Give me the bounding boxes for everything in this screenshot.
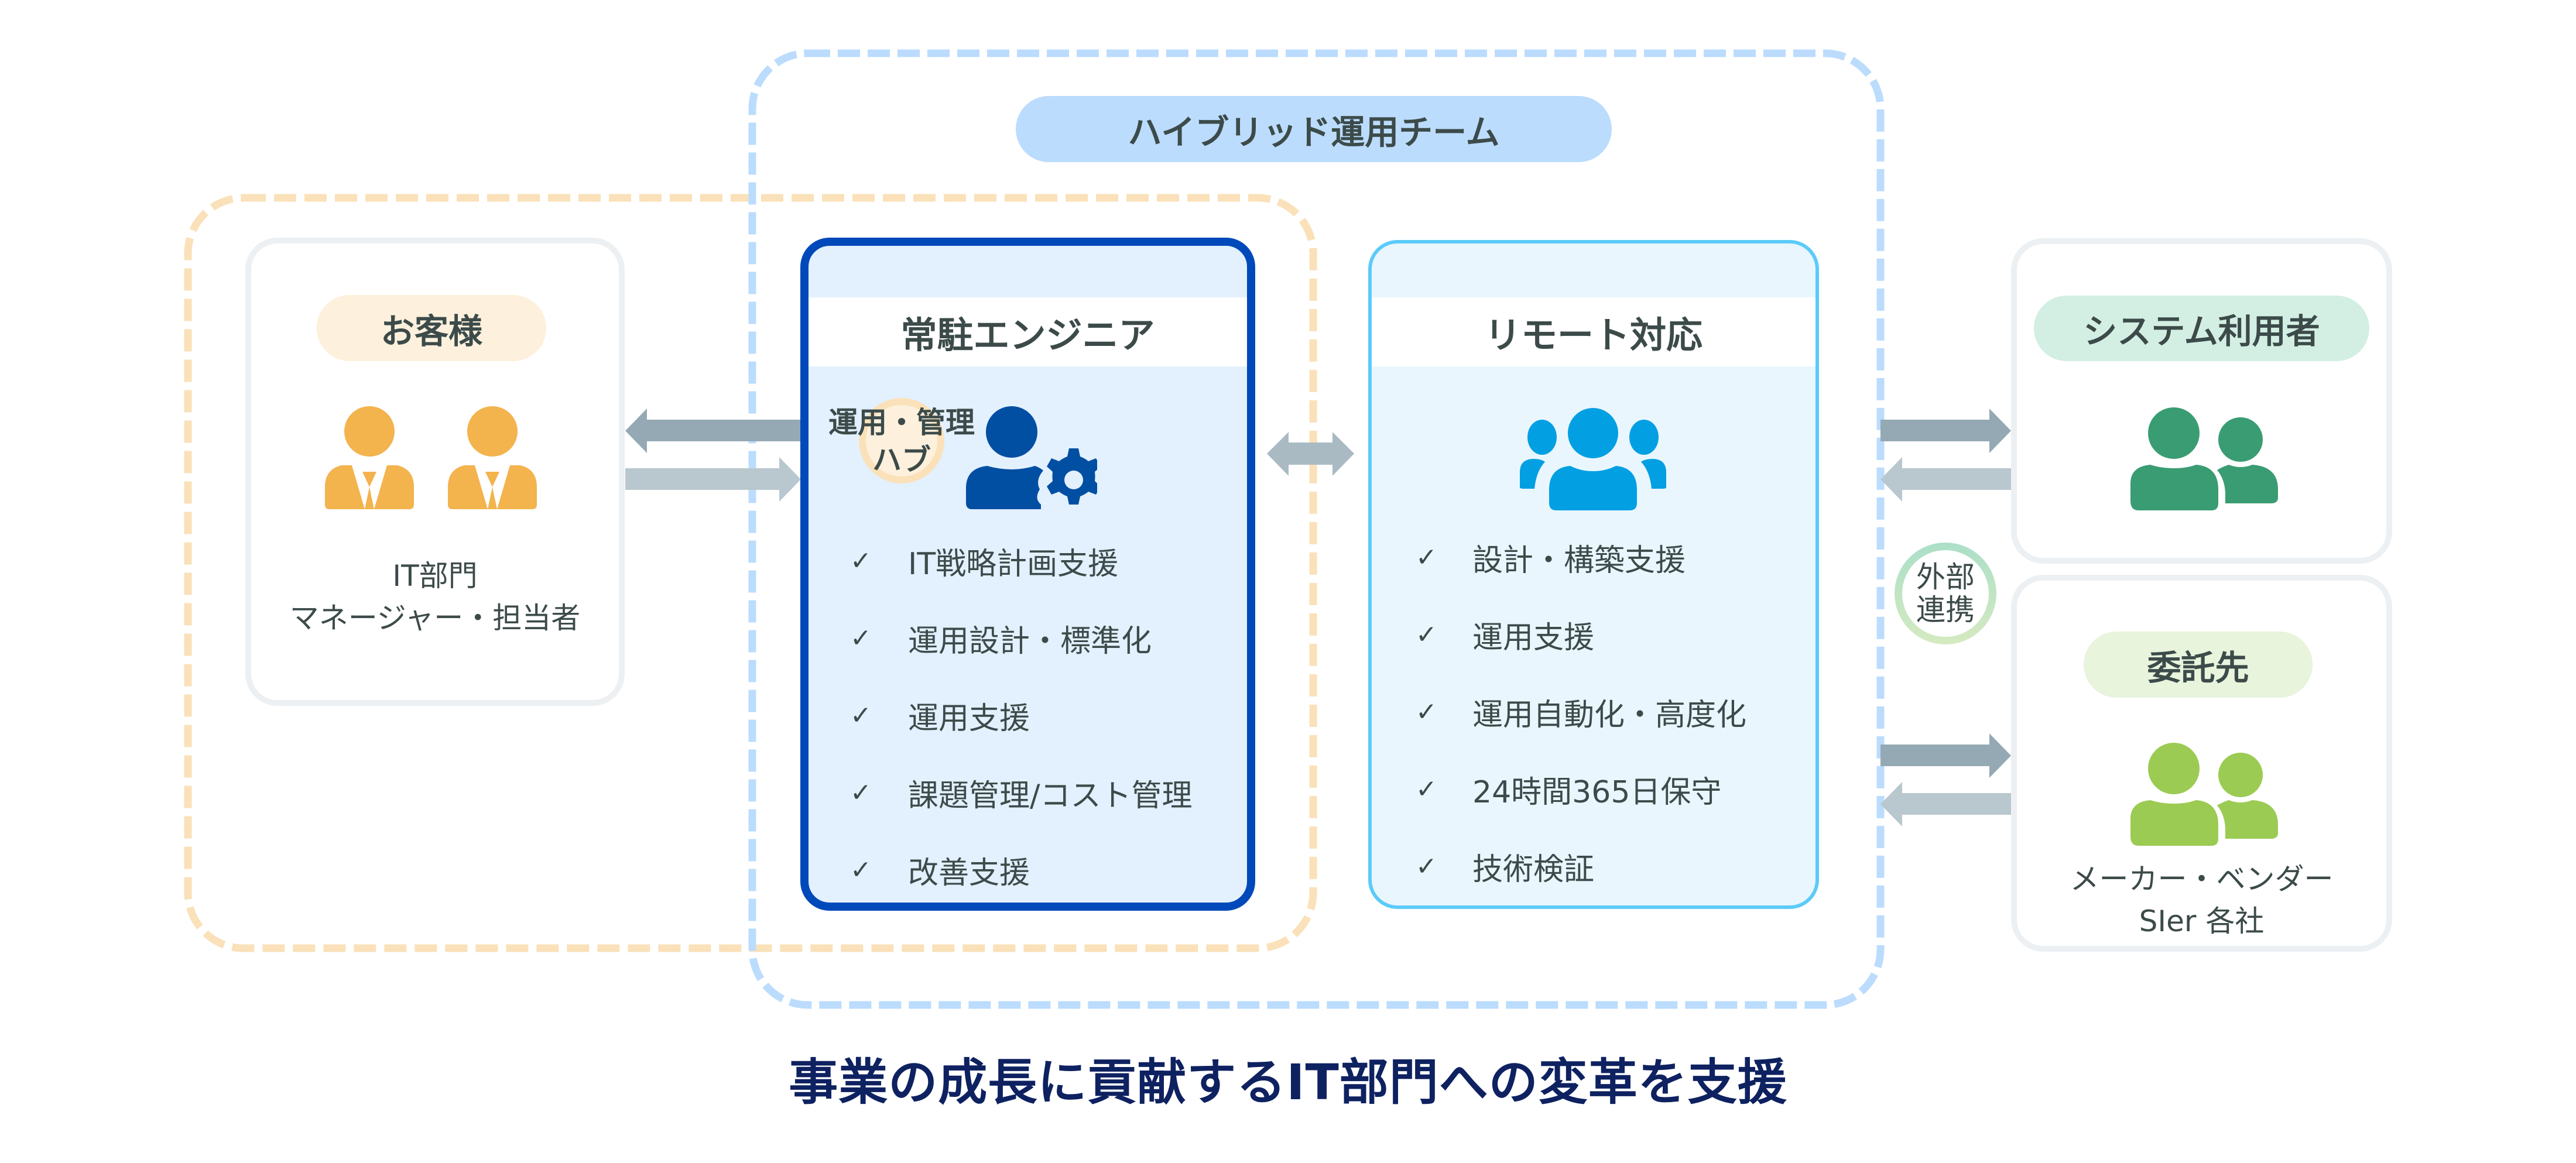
customer-badge: お客様 xyxy=(317,295,546,361)
list-item: ✓運用設計・標準化 xyxy=(850,623,1152,659)
check-icon: ✓ xyxy=(1416,542,1437,572)
arrow-system-users-to-team xyxy=(1880,457,2011,502)
vendors-badge: 委託先 xyxy=(2084,632,2313,698)
arrow-resident-to-customer xyxy=(625,409,801,453)
external-line1: 外部 xyxy=(1916,560,1975,594)
remote-support-title: リモート対応 xyxy=(1372,297,1815,366)
users-icon xyxy=(2130,743,2278,846)
group-icon xyxy=(1520,408,1666,510)
resident-engineer-card: 常駐エンジニア ✓IT戦略計画支援 ✓運用設計・標準化 ✓運用支援 ✓課題管理/… xyxy=(800,238,1255,911)
arrow-resident-remote-bidirectional xyxy=(1267,432,1354,476)
hybrid-team-label: ハイブリッド運用チーム xyxy=(1016,96,1612,162)
list-item: ✓IT戦略計画支援 xyxy=(850,546,1119,582)
vendors-caption-line2: SIer 各社 xyxy=(2139,904,2265,938)
list-item: ✓24時間365日保守 xyxy=(1416,774,1722,810)
list-item: ✓設計・構築支援 xyxy=(1416,542,1686,578)
resident-engineer-title: 常駐エンジニア xyxy=(809,297,1247,366)
list-item: ✓運用支援 xyxy=(1416,619,1595,656)
external-collaboration-badge: 外部 連携 xyxy=(1895,543,1996,644)
check-icon: ✓ xyxy=(850,855,872,885)
list-item: ✓技術検証 xyxy=(1416,851,1595,887)
check-icon: ✓ xyxy=(850,777,872,808)
vendors-caption-line1: メーカー・ベンダー xyxy=(2070,862,2334,896)
system-users-card xyxy=(2011,238,2392,564)
remote-support-card: リモート対応 ✓設計・構築支援 ✓運用支援 ✓運用自動化・高度化 ✓24時間36… xyxy=(1368,240,1819,909)
list-item: ✓課題管理/コスト管理 xyxy=(850,777,1193,814)
customer-caption-line2: マネージャー・担当者 xyxy=(289,601,581,635)
customer-caption: IT部門 マネージャー・担当者 xyxy=(245,555,625,639)
system-users-badge: システム利用者 xyxy=(2034,296,2369,361)
users-icon xyxy=(2130,407,2278,510)
list-item: ✓運用支援 xyxy=(850,700,1030,736)
hub-line1: 運用・管理 xyxy=(828,406,975,440)
arrow-customer-to-resident xyxy=(625,457,801,502)
operation-hub-label: 運用・管理 ハブ xyxy=(825,404,978,479)
list-item: ✓改善支援 xyxy=(850,855,1030,891)
resident-task-list: ✓IT戦略計画支援 ✓運用設計・標準化 ✓運用支援 ✓課題管理/コスト管理 ✓改… xyxy=(809,246,1247,903)
business-people-icon xyxy=(325,406,537,509)
list-item: ✓運用自動化・高度化 xyxy=(1416,697,1747,733)
external-line2: 連携 xyxy=(1916,593,1975,627)
arrow-vendors-to-team xyxy=(1880,782,2011,826)
hub-line2: ハブ xyxy=(872,443,931,477)
check-icon: ✓ xyxy=(1416,619,1437,650)
check-icon: ✓ xyxy=(1416,774,1437,804)
check-icon: ✓ xyxy=(1416,851,1437,881)
vendors-caption: メーカー・ベンダー SIer 各社 xyxy=(2011,858,2392,942)
check-icon: ✓ xyxy=(1416,697,1437,727)
check-icon: ✓ xyxy=(850,546,872,576)
check-icon: ✓ xyxy=(850,700,872,730)
check-icon: ✓ xyxy=(850,623,872,653)
arrow-team-to-vendors xyxy=(1880,733,2011,778)
customer-caption-line1: IT部門 xyxy=(392,559,478,593)
remote-task-list: ✓設計・構築支援 ✓運用支援 ✓運用自動化・高度化 ✓24時間365日保守 ✓技… xyxy=(1372,243,1815,905)
person-gear-icon xyxy=(966,406,1097,509)
arrow-team-to-system-users xyxy=(1880,409,2011,453)
tagline: 事業の成長に貢献するIT部門への変革を支援 xyxy=(789,1054,1787,1111)
